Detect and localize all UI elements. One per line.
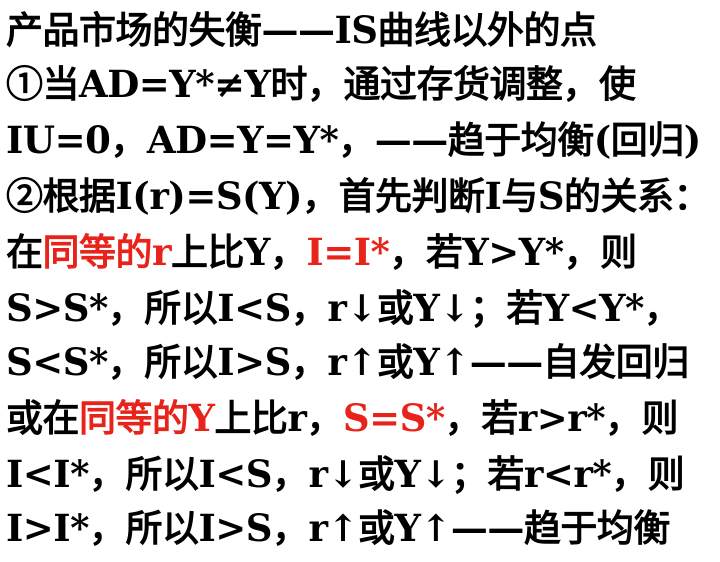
line-5-text-a: 在 — [6, 230, 43, 274]
text-line-2: ①当AD=Y*≠Y时，通过存货调整，使 — [6, 62, 636, 106]
line-1-text: 产品市场的失衡——IS曲线以外的点 — [6, 8, 597, 52]
line-8-text-e: ，若r>r*，则 — [444, 396, 679, 440]
line-9-text: I<I*，所以I<S，r↓或Y↓；若r<r*，则 — [6, 452, 685, 496]
text-line-7: S<S*，所以I>S，r↑或Y↑——自发回归 — [6, 340, 689, 384]
line-8-text-c: 上比r， — [214, 396, 343, 440]
line-5-text-c: 上比Y， — [171, 230, 307, 274]
line-3-text: IU=0，AD=Y=Y*，——趋于均衡(回归) — [6, 118, 701, 162]
line-5-text-e: ，若Y>Y*，则 — [389, 230, 637, 274]
line-8-highlight-same-y: 同等的Y — [79, 396, 215, 440]
text-line-8: 或在同等的Y上比r，S=S*，若r>r*，则 — [6, 396, 679, 440]
text-line-10: I>I*，所以I>S，r↑或Y↑——趋于均衡 — [6, 506, 670, 550]
text-line-3: IU=0，AD=Y=Y*，——趋于均衡(回归) — [6, 118, 701, 162]
line-2-text: ①当AD=Y*≠Y时，通过存货调整，使 — [6, 62, 636, 106]
line-10-text: I>I*，所以I>S，r↑或Y↑——趋于均衡 — [6, 506, 670, 550]
line-7-text: S<S*，所以I>S，r↑或Y↑——自发回归 — [6, 340, 689, 384]
line-8-text-a: 或在 — [6, 396, 80, 440]
text-line-4: ②根据I(r)=S(Y)，首先判断I与S的关系： — [6, 174, 711, 218]
line-6-text: S>S*，所以I<S，r↓或Y↓；若Y<Y*， — [6, 286, 681, 330]
line-4-text: ②根据I(r)=S(Y)，首先判断I与S的关系： — [6, 174, 711, 218]
text-line-6: S>S*，所以I<S，r↓或Y↓；若Y<Y*， — [6, 286, 681, 330]
line-5-highlight-same-r: 同等的r — [42, 230, 172, 274]
line-5-highlight-i-equals: I=I* — [306, 230, 390, 274]
text-line-5: 在同等的r上比Y，I=I*，若Y>Y*，则 — [6, 230, 637, 274]
text-line-1: 产品市场的失衡——IS曲线以外的点 — [6, 8, 597, 52]
text-line-9: I<I*，所以I<S，r↓或Y↓；若r<r*，则 — [6, 452, 685, 496]
line-8-highlight-s-equals: S=S* — [342, 396, 445, 440]
